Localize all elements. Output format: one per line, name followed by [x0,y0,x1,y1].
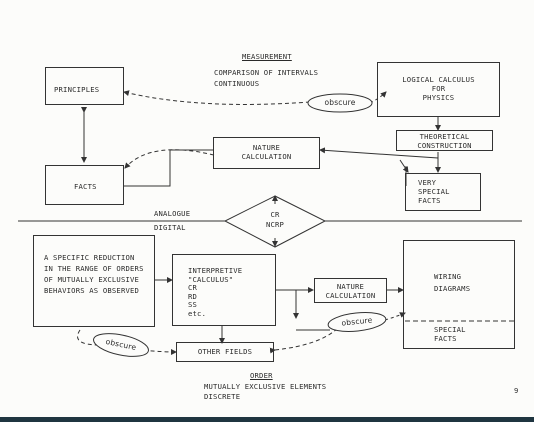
logical-calculus-box: LOGICAL CALCULUS FOR PHYSICS [377,62,500,117]
obscure-to-principles-dashed [123,90,311,105]
obscure-oval-bottom-left [93,333,149,357]
obscure-oval-bottom-right [327,312,387,332]
theoretical-construction-label: THEORETICAL CONSTRUCTION [417,132,472,150]
diamond-label-1: CR [270,210,280,219]
specific-reduction-label: A SPECIFIC REDUCTION IN THE RANGE OF ORD… [44,253,144,295]
obscure-to-wiring-dashed [384,312,406,321]
wiring-diagrams-box: WIRING DIAGRAMS SPECIAL FACTS [403,240,515,349]
measurement-subtitle-2: CONTINUOUS [214,79,260,88]
analogue-label: ANALOGUE [154,209,191,218]
decision-diamond [223,195,327,248]
principles-label: PRINCIPLES [54,85,100,94]
obscure-label-top: obscure [324,98,356,107]
very-special-facts-label: VERY SPECIAL FACTS [418,178,450,205]
nature-calculation-top-box: NATURE CALCULATION [213,137,320,169]
other-fields-box: OTHER FIELDS [176,342,274,362]
logical-calculus-label: LOGICAL CALCULUS FOR PHYSICS [402,75,475,102]
nature-calculation-top-label: NATURE CALCULATION [241,143,292,161]
interpretive-calculus-box: INTERPRETIVE "CALCULUS" CR RD SS etc. [172,254,276,326]
obscure-right-dashed [269,327,339,354]
special-facts-label: SPECIAL FACTS [434,325,466,343]
nature-calculation-bottom-box: NATURE CALCULATION [314,278,387,303]
obscure-left-dashed [77,329,177,355]
specific-reduction-box: A SPECIFIC REDUCTION IN THE RANGE OF ORD… [33,235,155,327]
facts-label: FACTS [74,182,97,191]
page-number: 9 [514,386,519,395]
bottom-bar [0,417,534,422]
nature-to-facts-dashed [124,149,215,169]
very-special-facts-box: VERY SPECIAL FACTS [405,173,481,211]
facts-to-nature-line [124,149,214,187]
obscure-oval-top [307,93,373,113]
order-heading: ORDER [250,371,273,380]
measurement-heading: MEASUREMENT [242,52,292,61]
digital-label: DIGITAL [154,223,186,232]
facts-box: FACTS [45,165,124,205]
other-fields-label: OTHER FIELDS [197,347,253,356]
principles-box: PRINCIPLES [45,67,124,105]
theoretical-construction-box: THEORETICAL CONSTRUCTION [396,130,493,151]
wiring-diagrams-label: WIRING DIAGRAMS [434,272,471,293]
theoretical-to-nature-arrow [319,147,439,159]
measurement-subtitle-1: COMPARISON OF INTERVALS [214,68,319,77]
diamond-label-2: NCRP [265,220,285,229]
special-pointer [399,159,409,173]
nature-calculation-bottom-label: NATURE CALCULATION [325,282,376,300]
order-line-2: DISCRETE [204,392,241,401]
order-line-1: MUTUALLY EXCLUSIVE ELEMENTS [204,382,327,391]
interpretive-calculus-label: INTERPRETIVE "CALCULUS" CR RD SS etc. [188,266,243,318]
